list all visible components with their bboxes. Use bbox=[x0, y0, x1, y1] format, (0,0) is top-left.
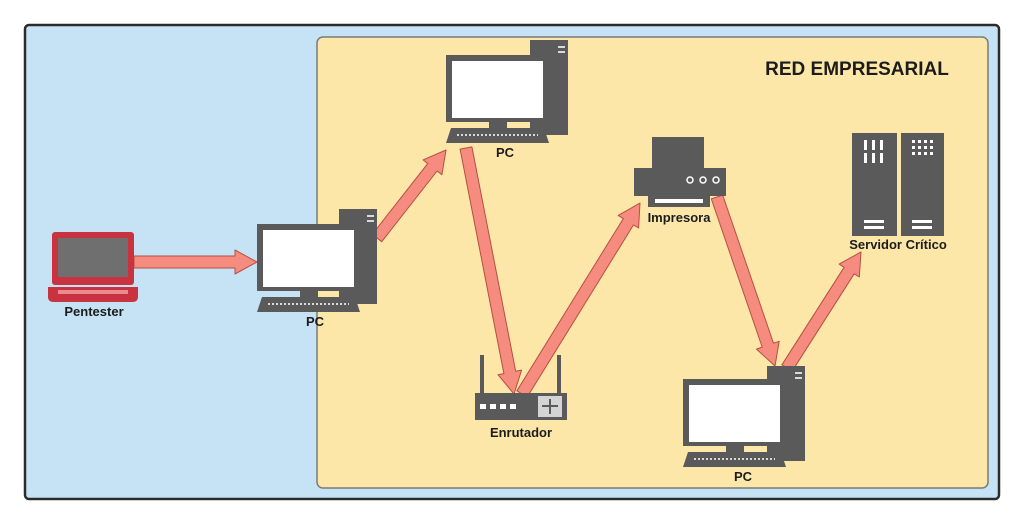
server-icon bbox=[852, 133, 944, 236]
arrow-pentester-to-pc1 bbox=[133, 249, 258, 275]
node-label-router: Enrutador bbox=[490, 425, 552, 440]
desktop-pc-icon bbox=[683, 366, 805, 467]
node-label-pc-3: PC bbox=[734, 469, 753, 484]
server-node: Servidor Crítico bbox=[849, 133, 947, 252]
pc-node-3: PC bbox=[683, 366, 805, 484]
router-icon bbox=[475, 355, 567, 420]
arrow-router-to-printer bbox=[516, 202, 641, 398]
region-title: RED EMPRESARIAL bbox=[765, 59, 949, 80]
desktop-pc-icon bbox=[257, 209, 377, 312]
pentester-node: Pentester bbox=[48, 232, 138, 319]
printer-icon bbox=[634, 137, 726, 207]
router-node: Enrutador bbox=[475, 355, 567, 440]
attack-arrows bbox=[133, 146, 862, 398]
node-label-server: Servidor Crítico bbox=[849, 237, 947, 252]
arrow-pc2-to-router bbox=[459, 146, 523, 395]
node-label-printer: Impresora bbox=[648, 210, 712, 225]
node-label-pc-2: PC bbox=[496, 145, 515, 160]
arrow-pc3-to-server bbox=[781, 251, 862, 372]
node-label-pc-1: PC bbox=[306, 314, 325, 329]
laptop-icon bbox=[48, 232, 138, 302]
pc-node-2: PC bbox=[446, 40, 568, 160]
node-label-pentester: Pentester bbox=[64, 304, 123, 319]
arrow-printer-to-pc3 bbox=[710, 194, 780, 367]
desktop-pc-icon bbox=[446, 40, 568, 143]
enterprise-network-area bbox=[316, 36, 989, 489]
pc-node-1: PC bbox=[257, 209, 377, 329]
printer-node: Impresora bbox=[634, 137, 726, 225]
arrow-pc1-to-pc2 bbox=[371, 149, 447, 243]
